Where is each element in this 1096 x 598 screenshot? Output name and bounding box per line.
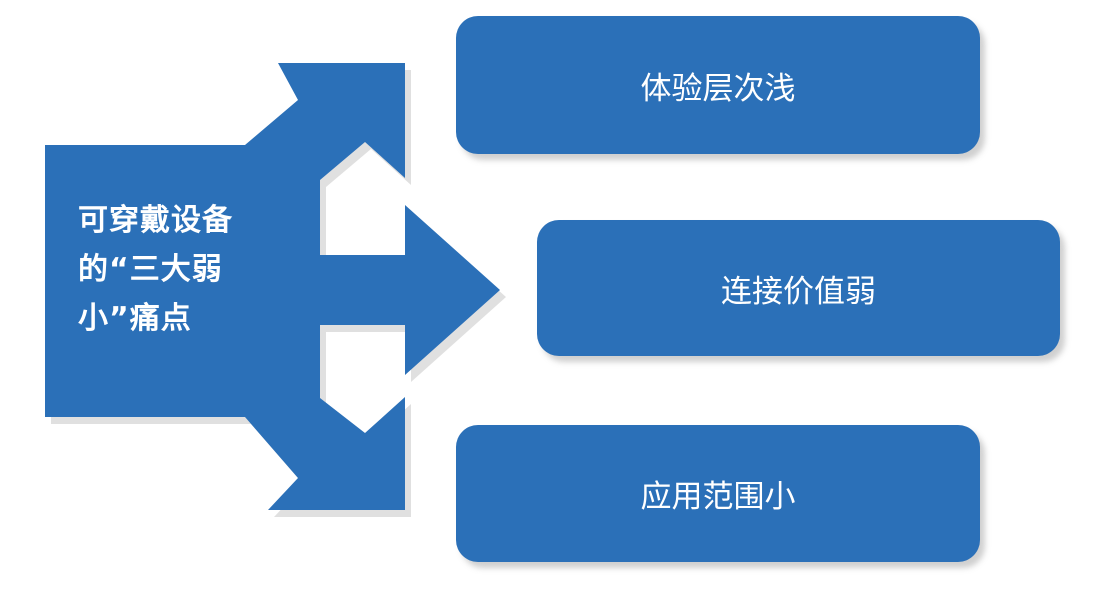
hub-label-line-2: 的“三大弱	[78, 252, 223, 287]
pain-point-label: 应用范围小	[640, 479, 796, 515]
pain-point-box-shallow-experience: 体验层次浅	[456, 16, 980, 154]
pain-point-label: 连接价值弱	[721, 273, 876, 310]
pain-point-label: 体验层次浅	[640, 70, 796, 107]
hub-label-line-1: 可穿戴设备	[78, 203, 233, 238]
pain-point-box-narrow-application: 应用范围小	[456, 425, 980, 562]
hub-arrow-shape	[45, 63, 500, 510]
pain-point-box-weak-connection: 连接价值弱	[537, 220, 1060, 356]
hub-label-line-3: 小”痛点	[78, 301, 192, 336]
hub-label: 可穿戴设备 的“三大弱 小”痛点	[78, 196, 268, 343]
